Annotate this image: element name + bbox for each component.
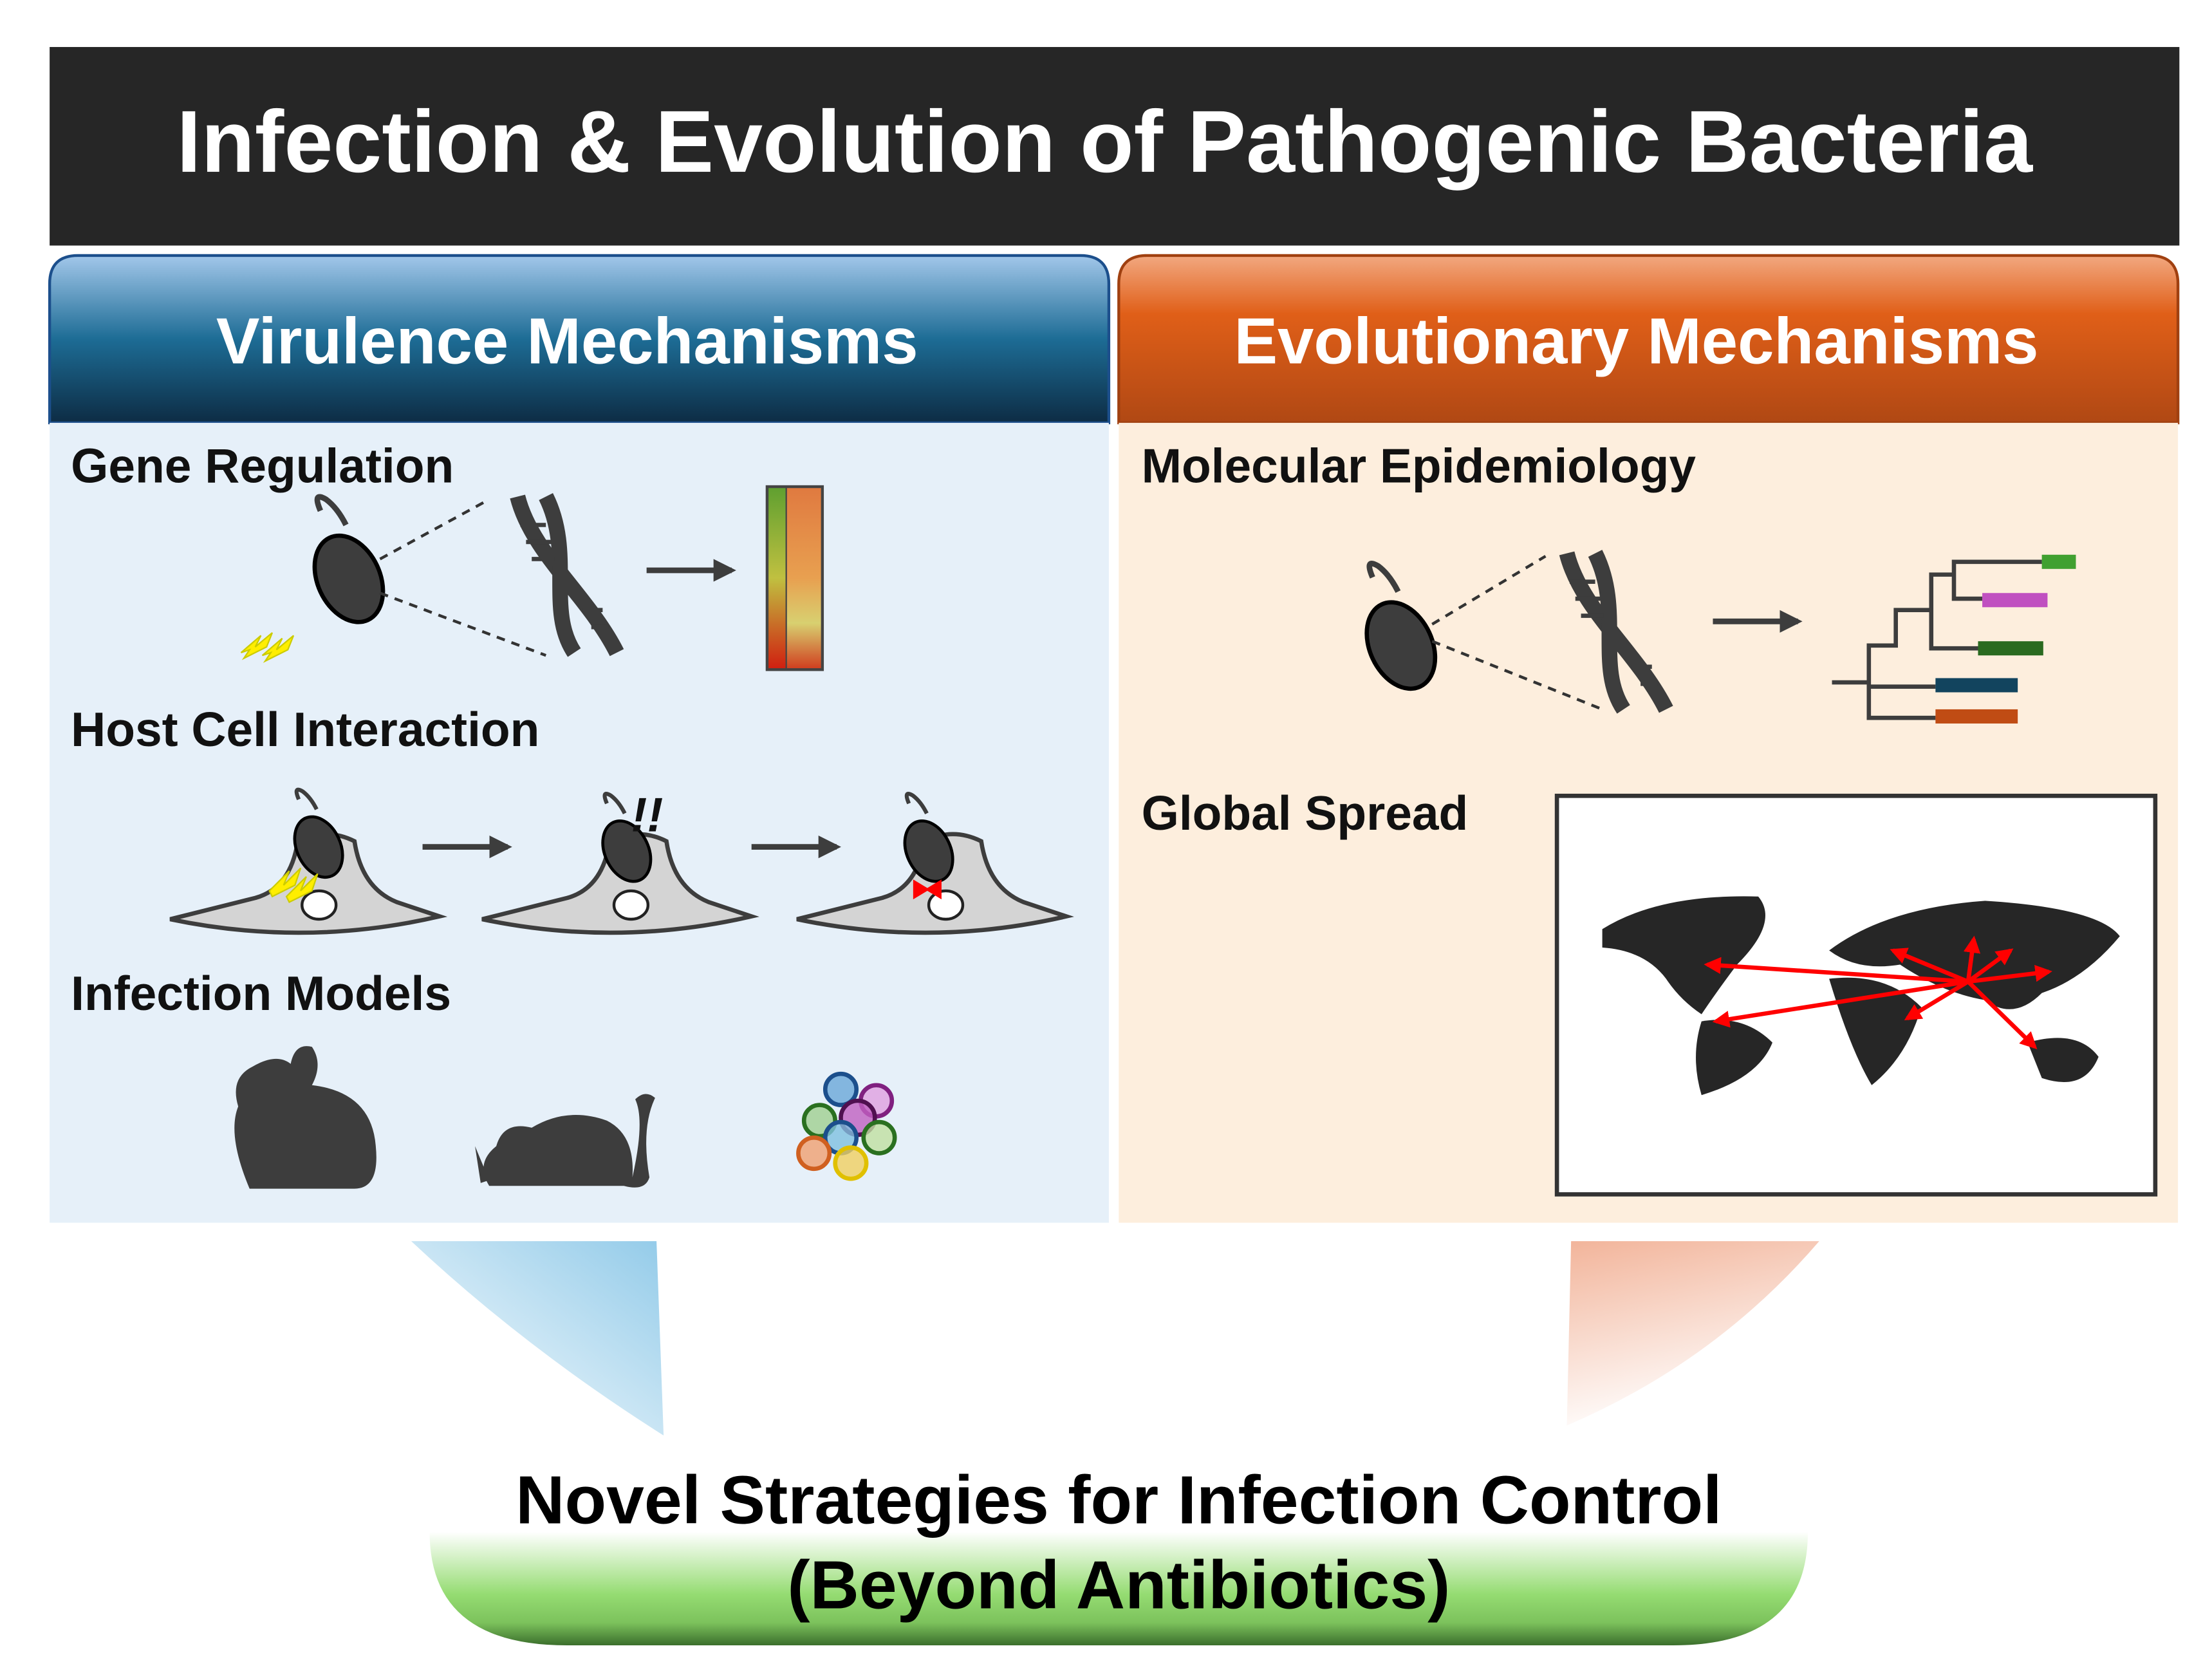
funnel-left [411,1241,664,1435]
rabbit-icon [234,1046,376,1189]
outcome-line1: Novel Strategies for Infection Control [516,1463,1722,1538]
lightning-icon [240,632,295,663]
virulence-header-text: Virulence Mechanisms [216,304,918,377]
section-infection-models: Infection Models [71,966,451,1020]
spread-arrows [1704,935,2052,1049]
section-molecular-epidemiology: Molecular Epidemiology [1142,438,1696,492]
evolution-panel: Evolutionary Mechanisms Molecular Epidem… [1117,254,2180,1223]
section-host-cell-interaction: Host Cell Interaction [71,702,539,756]
zoom-lines [379,498,547,657]
heatmap-icon [765,485,824,671]
funnel-right [1566,1241,1819,1426]
phylogenetic-tree-icon [1832,554,2076,724]
section-global-spread: Global Spread [1142,786,1469,840]
effector-icon [913,879,942,900]
zoom-lines [1431,555,1603,711]
lightning-icon [268,867,319,904]
evolution-header [1117,254,2180,425]
alert-text: !! [631,787,663,841]
world-map [1554,794,2158,1197]
title: Infection & Evolution of Pathogenic Bact… [176,92,2033,191]
virulence-panel: Virulence Mechanisms Gene Regulation Hos… [48,254,1111,1223]
mouse-icon [475,1094,655,1188]
cell-culture-icon [796,1071,897,1181]
outcome-banner [429,1531,1808,1646]
virulence-header [48,254,1111,425]
evolution-header-text: Evolutionary Mechanisms [1234,304,2038,377]
outcome-line2: (Beyond Antibiotics) [787,1547,1450,1623]
section-gene-regulation: Gene Regulation [71,438,454,492]
title-bar [50,47,2180,246]
